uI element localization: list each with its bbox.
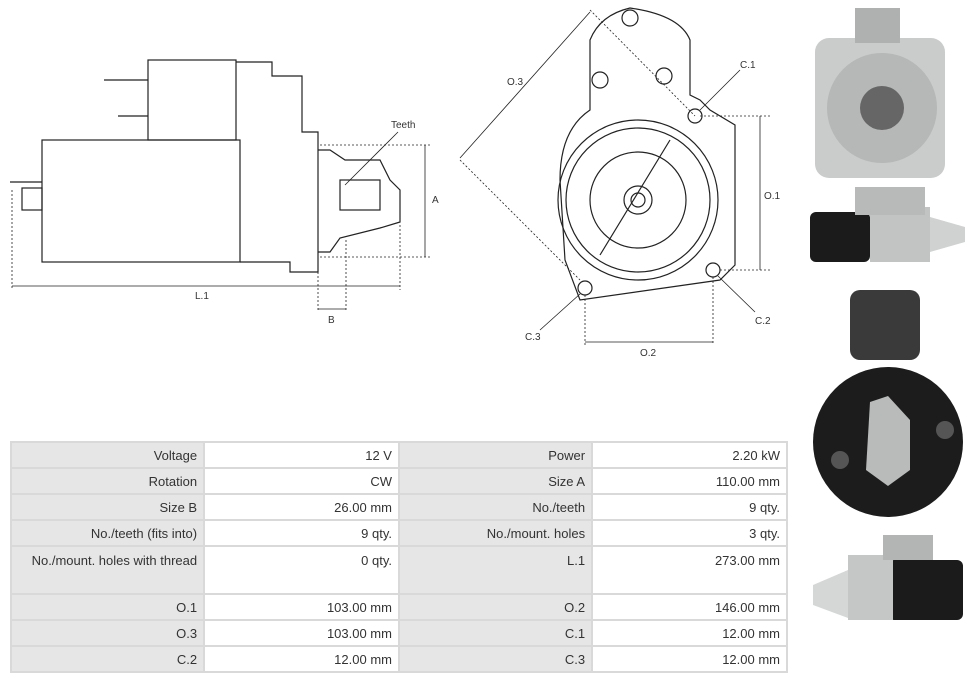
c3-label: C.3 (525, 332, 541, 343)
spec-value: 110.00 mm (591, 467, 788, 495)
spec-label: C.1 (397, 619, 594, 647)
spec-value: 2.20 kW (591, 441, 788, 469)
spec-value: 146.00 mm (591, 593, 788, 621)
table-row: No./teeth (fits into)9 qty.No./mount. ho… (9, 519, 788, 547)
spec-label: Voltage (9, 441, 206, 469)
spec-value: 103.00 mm (203, 619, 400, 647)
spec-label: Size A (397, 467, 594, 495)
spec-label: Power (397, 441, 594, 469)
spec-label: C.2 (9, 645, 206, 673)
front-view-drawing: C.1 O.1 O.2 O.3 C.2 C.3 (459, 7, 781, 359)
dim-b-label: B (328, 315, 335, 326)
spec-value: 103.00 mm (203, 593, 400, 621)
product-photo-angle (808, 530, 968, 640)
spec-label: No./teeth (fits into) (9, 519, 206, 547)
spec-label: L.1 (397, 545, 594, 595)
product-photo-front (810, 8, 950, 178)
spec-value: 12 V (203, 441, 400, 469)
spec-label: Rotation (9, 467, 206, 495)
spec-label: Size B (9, 493, 206, 521)
o3-label: O.3 (507, 77, 524, 88)
c2-label: C.2 (755, 316, 771, 327)
spec-value: 9 qty. (203, 519, 400, 547)
o2-label: O.2 (640, 348, 657, 359)
side-view-drawing: Teeth A B L.1 (10, 59, 439, 326)
spec-label: C.3 (397, 645, 594, 673)
spec-value: 273.00 mm (591, 545, 788, 595)
teeth-label: Teeth (391, 120, 415, 131)
spec-label: O.3 (9, 619, 206, 647)
spec-label: No./mount. holes with thread (9, 545, 206, 595)
spec-value: 0 qty. (203, 545, 400, 595)
spec-value: 26.00 mm (203, 493, 400, 521)
dim-a-label: A (432, 195, 439, 206)
spec-value: 12.00 mm (591, 645, 788, 673)
product-photo-rear (810, 290, 970, 520)
spec-label: No./teeth (397, 493, 594, 521)
spec-label: O.1 (9, 593, 206, 621)
spec-label: No./mount. holes (397, 519, 594, 547)
c1-label: C.1 (740, 60, 756, 71)
spec-value: 9 qty. (591, 493, 788, 521)
spec-value: 3 qty. (591, 519, 788, 547)
product-photo-side (805, 182, 970, 272)
spec-value: 12.00 mm (203, 645, 400, 673)
dim-l1-label: L.1 (195, 291, 209, 302)
spec-value: CW (203, 467, 400, 495)
o1-label: O.1 (764, 191, 781, 202)
spec-value: 12.00 mm (591, 619, 788, 647)
spec-label: O.2 (397, 593, 594, 621)
